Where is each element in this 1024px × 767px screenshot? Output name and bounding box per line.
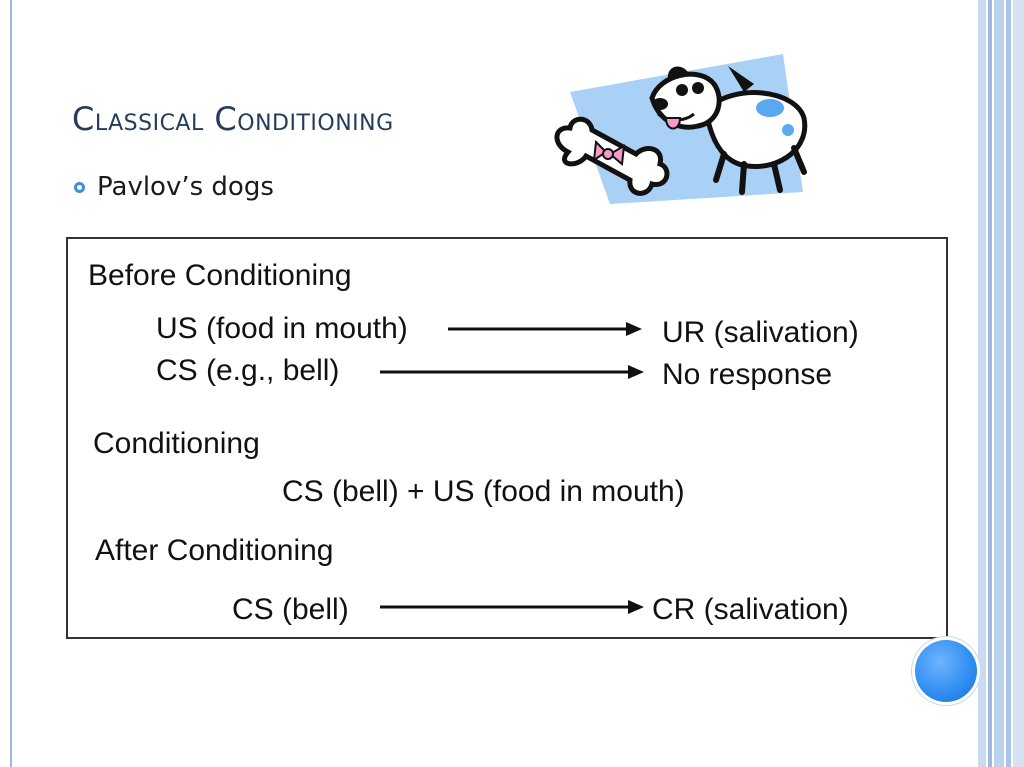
conditioning-heading: Conditioning: [93, 427, 260, 460]
arrow-cs-to-cr: [380, 600, 644, 614]
cr-salivation-label: CR (salivation): [652, 593, 849, 626]
bullet-text: Pavlov’s dogs: [97, 172, 274, 202]
left-stripe: [10, 0, 12, 767]
pairing-label: CS (bell) + US (food in mouth): [282, 475, 685, 508]
bullet-item: Pavlov’s dogs: [74, 172, 274, 202]
bullet-icon: [74, 181, 85, 193]
conditioning-diagram: Before Conditioning US (food in mouth) U…: [66, 237, 948, 639]
us-food-label: US (food in mouth): [156, 312, 408, 345]
slide-title: Classical Conditioning: [72, 100, 394, 138]
after-conditioning-heading: After Conditioning: [95, 534, 334, 567]
ur-salivation-label: UR (salivation): [662, 316, 859, 349]
before-conditioning-heading: Before Conditioning: [88, 259, 352, 292]
right-stripe-1: [978, 0, 986, 767]
cs-bell-label: CS (bell): [232, 593, 349, 626]
arrow-cs-to-no-response: [380, 365, 644, 379]
no-response-label: No response: [662, 358, 833, 391]
cs-bell-eg-label: CS (e.g., bell): [156, 354, 340, 387]
dog-with-bone-clipart-icon: [554, 54, 808, 204]
right-stripe-3: [994, 0, 1004, 767]
right-stripe-4: [1006, 0, 1011, 767]
blue-orb-icon: [915, 640, 977, 702]
right-stripe-5: [1013, 0, 1024, 767]
arrow-us-to-ur: [448, 322, 642, 336]
right-stripe-2: [988, 0, 992, 767]
